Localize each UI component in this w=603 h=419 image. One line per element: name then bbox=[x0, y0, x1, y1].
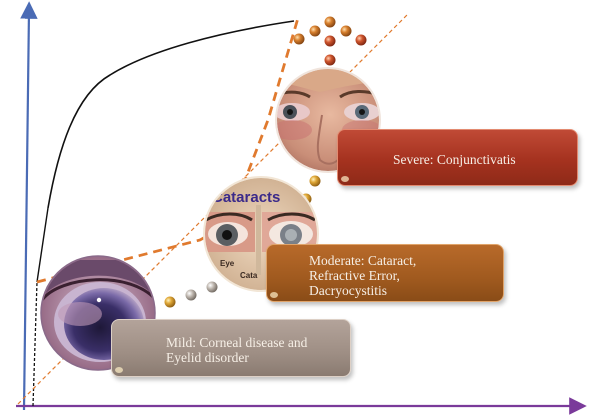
bead bbox=[324, 35, 336, 47]
moderate-label-line: Moderate: Cataract, bbox=[309, 253, 417, 268]
cataract-caption-left: Eye bbox=[220, 259, 235, 268]
mild-label-line: Eyelid disorder bbox=[166, 350, 249, 365]
severe-label: Severe: Conjunctivatis bbox=[393, 152, 516, 167]
cataract-caption-right: Cata bbox=[240, 271, 258, 280]
bead bbox=[309, 25, 321, 37]
bead bbox=[309, 175, 321, 187]
bead bbox=[355, 34, 367, 46]
bead-trail-lower bbox=[164, 281, 218, 308]
bead bbox=[206, 281, 218, 293]
moderate-label: Moderate: Cataract, Refractive Error, Da… bbox=[309, 253, 416, 298]
saturation-curve bbox=[47, 20, 295, 209]
mild-label: Mild: Corneal disease and Eyelid disorde… bbox=[166, 335, 307, 365]
bead bbox=[164, 296, 176, 308]
severe-level-box: Severe: Conjunctivatis bbox=[337, 129, 578, 186]
cataracts-heading: Cataracts bbox=[212, 189, 280, 206]
bead bbox=[324, 16, 336, 28]
bead bbox=[185, 289, 197, 301]
mild-level-box: Mild: Corneal disease and Eyelid disorde… bbox=[111, 319, 351, 377]
bead bbox=[340, 25, 352, 37]
bead bbox=[324, 54, 336, 66]
black-dotted-line bbox=[32, 281, 38, 407]
moderate-label-line: Refractive Error, bbox=[309, 268, 400, 283]
black-curve-lower bbox=[36, 207, 49, 283]
mild-label-line: Mild: Corneal disease and bbox=[166, 335, 308, 350]
moderate-label-line: Dacryocystitis bbox=[309, 283, 387, 298]
bead-cluster-top bbox=[293, 16, 367, 66]
bead bbox=[293, 33, 305, 45]
y-axis bbox=[20, 1, 38, 411]
moderate-level-box: Moderate: Cataract, Refractive Error, Da… bbox=[266, 244, 504, 302]
